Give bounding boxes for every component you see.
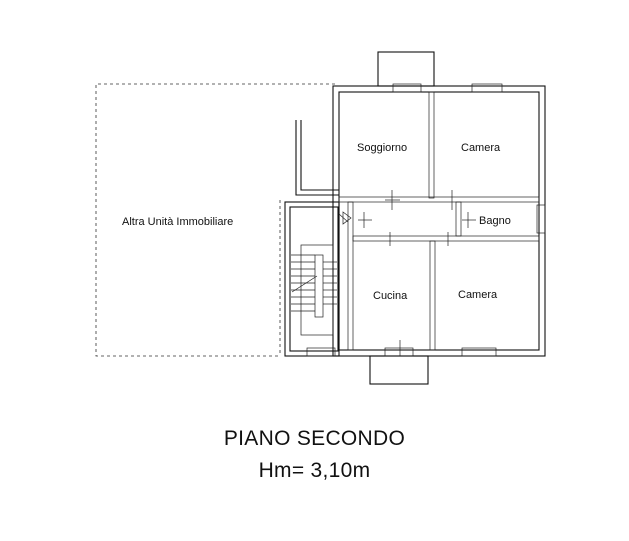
ceiling-height: Hm= 3,10m <box>258 459 371 482</box>
room-label-soggiorno: Soggiorno <box>357 142 407 154</box>
entrance-symbol <box>338 211 352 225</box>
adjacent-unit-outline <box>95 83 335 357</box>
staircase <box>291 244 337 336</box>
floor-plan: Soggiorno Camera Bagno Cucina Camera Alt… <box>95 51 546 385</box>
windows <box>306 83 546 357</box>
balconies <box>369 51 435 385</box>
room-label-camera-bottom: Camera <box>458 289 498 301</box>
room-label-camera-top: Camera <box>461 142 501 154</box>
door-marks <box>358 190 476 356</box>
room-label-bagno: Bagno <box>479 215 511 227</box>
floor-title: PIANO SECONDO <box>223 427 406 450</box>
room-label-cucina: Cucina <box>373 290 408 302</box>
room-label-altra-unita: Altra Unità Immobiliare <box>122 216 233 228</box>
interior-walls <box>338 91 540 351</box>
